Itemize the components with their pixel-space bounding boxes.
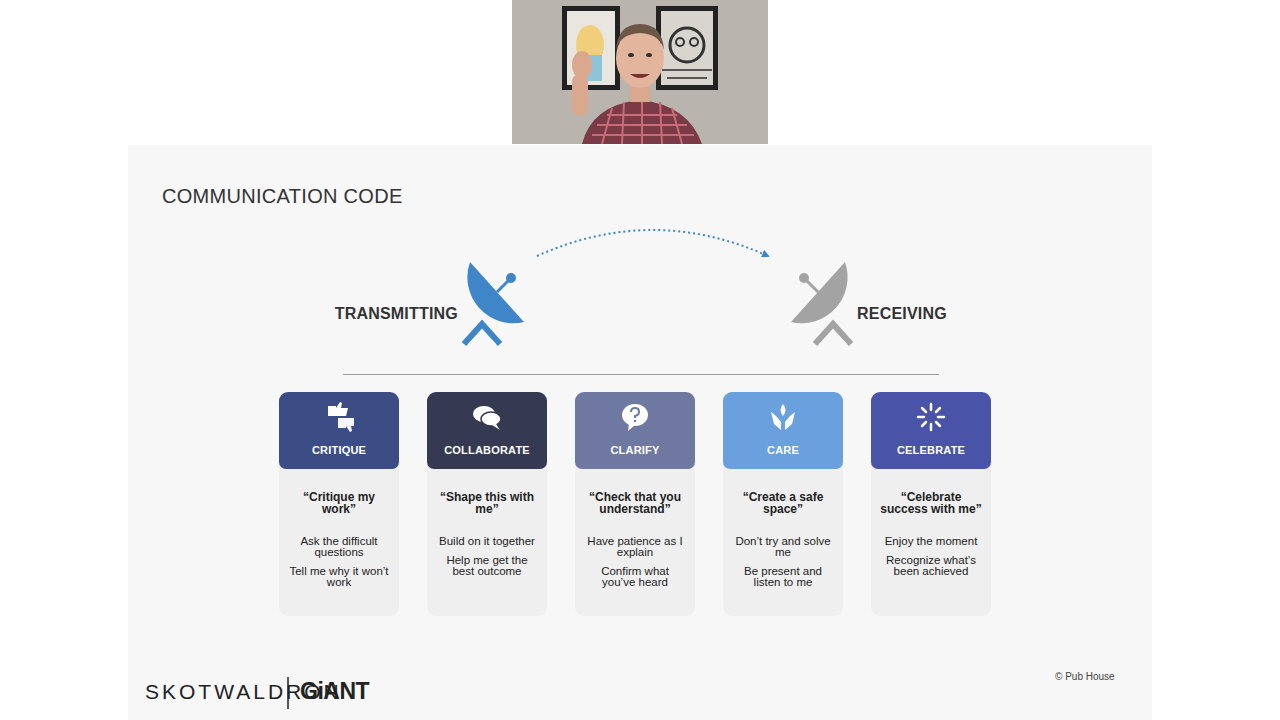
card-point: Be present and listen to me	[731, 566, 835, 588]
card-icon	[472, 402, 502, 432]
card-icon	[768, 402, 798, 432]
card-point: Recognize what’s been achieved	[879, 555, 983, 577]
card-point: Confirm what you’ve heard	[583, 566, 687, 588]
card-point: Help me get the best outcome	[435, 555, 539, 577]
signal-arrow	[537, 230, 768, 256]
card-point: Ask the difficult questions	[287, 536, 391, 558]
card-body: “Shape this with me” Build on it together…	[435, 492, 539, 577]
card-icon	[916, 402, 946, 432]
slide-title: COMMUNICATION CODE	[162, 185, 403, 208]
code-card: CARE “Create a safe space” Don’t try and s…	[723, 392, 843, 616]
card-header: CLARIFY	[575, 392, 695, 469]
webcam-image	[512, 0, 768, 144]
card-icon	[620, 402, 650, 432]
dish-node: RECEIVING	[780, 254, 855, 346]
brand-logo: GiANT	[300, 678, 369, 705]
satellite-dish-icon	[780, 254, 855, 346]
card-body: “Critique my work” Ask the difficult ques…	[287, 492, 391, 588]
card-point: Build on it together	[435, 536, 539, 547]
card-quote: “Critique my work”	[287, 492, 391, 515]
satellite-dish-icon	[460, 254, 535, 346]
card-header: CARE	[723, 392, 843, 469]
card-quote: “Check that you understand”	[583, 492, 687, 515]
divider-line	[343, 374, 939, 375]
card-header: COLLABORATE	[427, 392, 547, 469]
card-point: Have patience as I explain	[583, 536, 687, 558]
card-quote: “Celebrate success with me”	[879, 492, 983, 515]
code-card: CRITIQUE “Critique my work” Ask the diffic…	[279, 392, 399, 616]
dish-label: RECEIVING	[857, 305, 947, 323]
code-card: COLLABORATE “Shape this with me” Build on …	[427, 392, 547, 616]
card-point: Enjoy the moment	[879, 536, 983, 547]
dish-label: TRANSMITTING	[335, 305, 458, 323]
card-body: “Check that you understand” Have patience…	[583, 492, 687, 588]
card-heading: CRITIQUE	[279, 444, 399, 456]
card-heading: CLARIFY	[575, 444, 695, 456]
card-icon	[324, 402, 354, 432]
code-card: CELEBRATE “Celebrate success with me” Enjo…	[871, 392, 991, 616]
card-point: Tell me why it won’t work	[287, 566, 391, 588]
copyright-note: © Pub House	[1055, 671, 1115, 682]
card-body: “Celebrate success with me” Enjoy the mom…	[879, 492, 983, 577]
card-quote: “Create a safe space”	[731, 492, 835, 515]
card-point: Don’t try and solve me	[731, 536, 835, 558]
card-header: CELEBRATE	[871, 392, 991, 469]
card-header: CRITIQUE	[279, 392, 399, 469]
card-heading: COLLABORATE	[427, 444, 547, 456]
card-body: “Create a safe space” Don’t try and solve…	[731, 492, 835, 588]
card-heading: CARE	[723, 444, 843, 456]
dish-node: TRANSMITTING	[460, 254, 535, 346]
card-quote: “Shape this with me”	[435, 492, 539, 515]
code-card: CLARIFY “Check that you understand” Have p…	[575, 392, 695, 616]
card-heading: CELEBRATE	[871, 444, 991, 456]
